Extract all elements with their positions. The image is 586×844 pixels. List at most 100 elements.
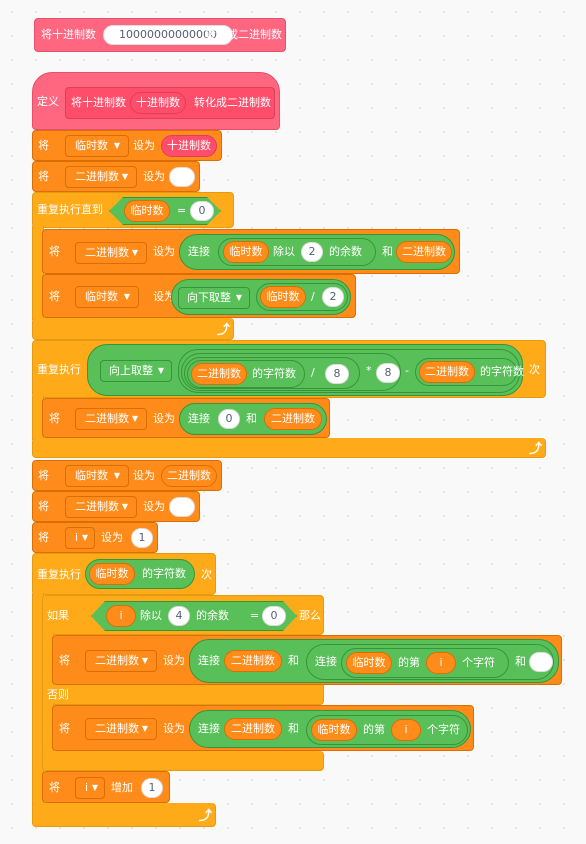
- var-reporter-bin[interactable]: 二进制数: [419, 361, 475, 383]
- subtract-reporter[interactable]: 二进制数 的字符数 / 8 * 8 - 二进制数 的字符数: [178, 349, 524, 393]
- ceil-label: 向上取整: [109, 364, 153, 377]
- num-input[interactable]: 4: [168, 606, 190, 626]
- call-value-input[interactable]: 10000000000000: [103, 25, 233, 45]
- num-input[interactable]: 2: [301, 242, 323, 262]
- num-input[interactable]: 8: [325, 364, 349, 384]
- call-block[interactable]: 将十进制数 10000000000000 转化成二进制数: [34, 18, 286, 52]
- empty-input[interactable]: [169, 497, 195, 517]
- var-dropdown-bin[interactable]: 二进制数▼: [75, 242, 147, 264]
- mul-op: *: [366, 364, 372, 377]
- var-dropdown-bin[interactable]: 二进制数▼: [65, 166, 137, 188]
- empty-input[interactable]: [529, 652, 553, 672]
- var-reporter-bin[interactable]: 二进制数: [264, 408, 322, 430]
- var-reporter-i[interactable]: i: [106, 605, 136, 627]
- var-reporter-bin[interactable]: 二进制数: [191, 363, 247, 385]
- join-label: 连接: [188, 412, 210, 425]
- var-dropdown-i[interactable]: i▼: [75, 777, 105, 799]
- var-dropdown-tmp[interactable]: 临时数▼: [65, 135, 129, 157]
- set-tmp-block[interactable]: 将 临时数▼ 设为 向下取整▼ 临时数 / 2: [42, 274, 356, 318]
- set-bin-block[interactable]: 将 二进制数▼ 设为 连接 二进制数 和 连接 临时数 的第 i 个字符 和: [52, 635, 562, 685]
- join-reporter[interactable]: 连接 二进制数 和 连接 临时数 的第 i 个字符 和: [189, 639, 559, 683]
- math-dropdown-ceil[interactable]: 向上取整▼: [100, 360, 172, 382]
- divide-reporter[interactable]: 临时数 / 2: [256, 283, 348, 311]
- chevron-down-icon: ▼: [131, 248, 138, 257]
- eq-op: =: [177, 204, 187, 217]
- length-reporter[interactable]: 二进制数 的字符数: [187, 360, 305, 388]
- var-dropdown-bin[interactable]: 二进制数▼: [75, 408, 147, 430]
- join-reporter[interactable]: 连接 二进制数 和 临时数 的第 i 个字符: [189, 710, 471, 748]
- join-reporter[interactable]: 连接 临时数 除以 2 的余数 和 二进制数: [179, 234, 455, 270]
- letter-of-reporter[interactable]: 临时数 的第 i 个字符: [341, 648, 509, 678]
- var-reporter-tmp[interactable]: 临时数: [89, 563, 135, 585]
- repeat-until-block[interactable]: 重复执行直到 临时数 = 0: [32, 192, 234, 228]
- loop-arrow-icon: ⤴: [199, 809, 213, 824]
- var-reporter-tmp[interactable]: 临时数: [223, 241, 269, 263]
- num-input[interactable]: 0: [190, 201, 214, 221]
- join-reporter-inner[interactable]: 连接 临时数 的第 i 个字符 和: [306, 644, 554, 680]
- to-label: 设为: [101, 531, 123, 544]
- math-reporter[interactable]: 向上取整▼ 二进制数 的字符数 / 8 * 8 - 二进制数 的字符数: [87, 344, 524, 396]
- repeat-block[interactable]: 重复执行 临时数 的字符数 次: [32, 553, 216, 595]
- chevron-down-icon: ▼: [113, 471, 120, 480]
- div-op: /: [311, 366, 315, 379]
- var-reporter-bin[interactable]: 二进制数: [224, 718, 282, 740]
- var-dropdown-bin[interactable]: 二进制数▼: [85, 650, 157, 672]
- set-bin-block[interactable]: 将 二进制数▼ 设为: [32, 161, 200, 192]
- num-input[interactable]: 1: [141, 778, 163, 798]
- length-reporter[interactable]: 临时数 的字符数: [85, 559, 195, 589]
- var-reporter-tmp[interactable]: 临时数: [124, 200, 170, 222]
- num-input[interactable]: 0: [262, 606, 286, 626]
- to-label: 设为: [143, 170, 165, 183]
- math-dropdown-floor[interactable]: 向下取整▼: [178, 287, 250, 309]
- multiply-reporter[interactable]: 二进制数 的字符数 / 8 * 8: [181, 353, 401, 391]
- var-reporter-tmp[interactable]: 临时数: [346, 652, 392, 674]
- var-reporter-i[interactable]: i: [426, 652, 456, 674]
- condition-equals[interactable]: i 除以 4 的余数 = 0: [91, 601, 297, 631]
- var-reporter-tmp[interactable]: 临时数: [260, 286, 306, 308]
- floor-label: 向下取整: [187, 291, 231, 304]
- var-reporter-tmp[interactable]: 临时数: [311, 719, 357, 741]
- var-reporter-bin[interactable]: 二进制数: [396, 241, 452, 263]
- define-hat-block[interactable]: 定义 将十进制数 十进制数 转化成二进制数: [32, 72, 280, 130]
- num-input[interactable]: 2: [322, 287, 344, 307]
- var-dropdown-tmp[interactable]: 临时数▼: [75, 286, 139, 308]
- length-reporter[interactable]: 二进制数 的字符数: [415, 358, 524, 386]
- mod-reporter[interactable]: 临时数 除以 2 的余数: [218, 238, 376, 266]
- set-bin-block[interactable]: 将 二进制数▼ 设为 连接 二进制数 和 临时数 的第 i 个字符: [52, 705, 474, 751]
- var-name: 临时数: [85, 290, 118, 303]
- num-input[interactable]: 8: [376, 363, 400, 383]
- length-label: 的字符数: [252, 367, 296, 380]
- var-dropdown-bin[interactable]: 二进制数▼: [85, 718, 157, 740]
- to-label: 设为: [143, 500, 165, 513]
- param-reporter[interactable]: 十进制数: [161, 135, 217, 157]
- var-reporter-bin[interactable]: 二进制数: [161, 465, 217, 487]
- var-dropdown-tmp[interactable]: 临时数▼: [65, 465, 129, 487]
- num-input[interactable]: 0: [218, 409, 240, 429]
- set-tmp-block[interactable]: 将 临时数▼ 设为 十进制数: [32, 130, 222, 161]
- change-i-block[interactable]: 将 i▼ 增加 1: [42, 771, 170, 803]
- set-tmp-block[interactable]: 将 临时数▼ 设为 二进制数: [32, 460, 222, 491]
- chevron-down-icon: ▼: [81, 533, 88, 542]
- param-reporter[interactable]: 十进制数: [130, 92, 186, 114]
- condition-equals[interactable]: 临时数 = 0: [109, 197, 221, 225]
- var-dropdown-bin[interactable]: 二进制数▼: [65, 496, 137, 518]
- empty-input[interactable]: [169, 167, 195, 187]
- var-reporter-i[interactable]: i: [391, 719, 421, 741]
- letter-label: 的第: [363, 723, 385, 736]
- num-input[interactable]: 1: [131, 528, 153, 548]
- set-bin-block[interactable]: 将 二进制数▼ 设为 连接 0 和 二进制数: [42, 398, 330, 438]
- divide-reporter[interactable]: 二进制数 的字符数 / 8: [184, 357, 360, 389]
- and-label: 和: [288, 722, 299, 735]
- length-label: 的字符数: [142, 567, 186, 580]
- set-label: 将: [49, 245, 60, 258]
- math-reporter[interactable]: 向下取整▼ 临时数 / 2: [171, 279, 351, 315]
- set-bin-block[interactable]: 将 二进制数▼ 设为 连接 临时数 除以 2 的余数 和 二进制数: [42, 229, 460, 274]
- var-reporter-bin[interactable]: 二进制数: [224, 650, 282, 672]
- set-bin-block[interactable]: 将 二进制数▼ 设为: [32, 491, 200, 522]
- if-else-block[interactable]: 如果 i 除以 4 的余数 = 0 那么: [42, 595, 324, 635]
- repeat-block[interactable]: 重复执行 向上取整▼ 二进制数 的字符数 / 8 * 8 - 二进制数 的字符数: [32, 340, 546, 398]
- var-dropdown-i[interactable]: i▼: [65, 527, 95, 549]
- set-i-block[interactable]: 将 i▼ 设为 1: [32, 522, 158, 553]
- letter-of-reporter[interactable]: 临时数 的第 i 个字符: [306, 715, 468, 745]
- join-reporter[interactable]: 连接 0 和 二进制数: [179, 403, 327, 435]
